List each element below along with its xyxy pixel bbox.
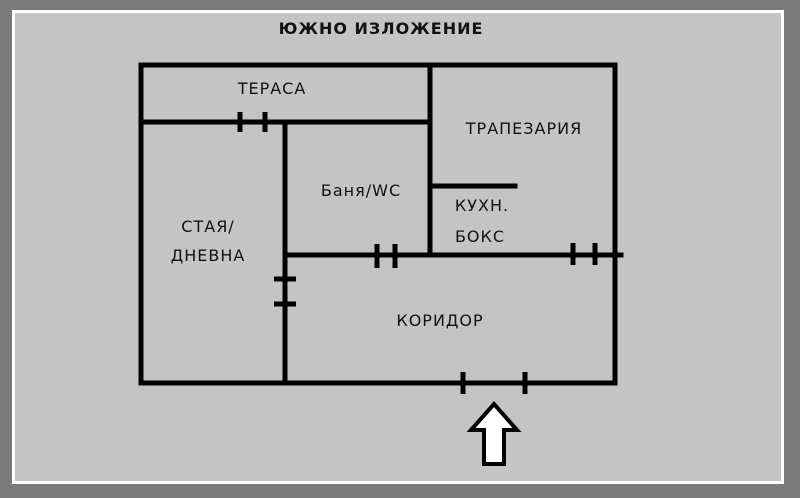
room-label-bathroom: Баня/WC <box>321 181 401 200</box>
room-label-dining: ТРАПЕЗАРИЯ <box>465 119 582 138</box>
room-label-terrace: ТЕРАСА <box>237 79 307 98</box>
room-label-living-line1: СТАЯ/ <box>181 217 234 236</box>
room-label-corridor: КОРИДОР <box>396 311 483 330</box>
room-label-kitchen-line1: КУХН. <box>455 196 509 215</box>
room-label-kitchen-line2: БОКС <box>455 227 505 246</box>
outer-wall <box>138 62 618 386</box>
room-label-living-line2: ДНЕВНА <box>171 246 246 265</box>
orientation-label: ЮЖНО ИЗЛОЖЕНИЕ <box>279 19 484 38</box>
door-marks <box>237 112 598 394</box>
up-arrow-icon <box>466 400 522 466</box>
